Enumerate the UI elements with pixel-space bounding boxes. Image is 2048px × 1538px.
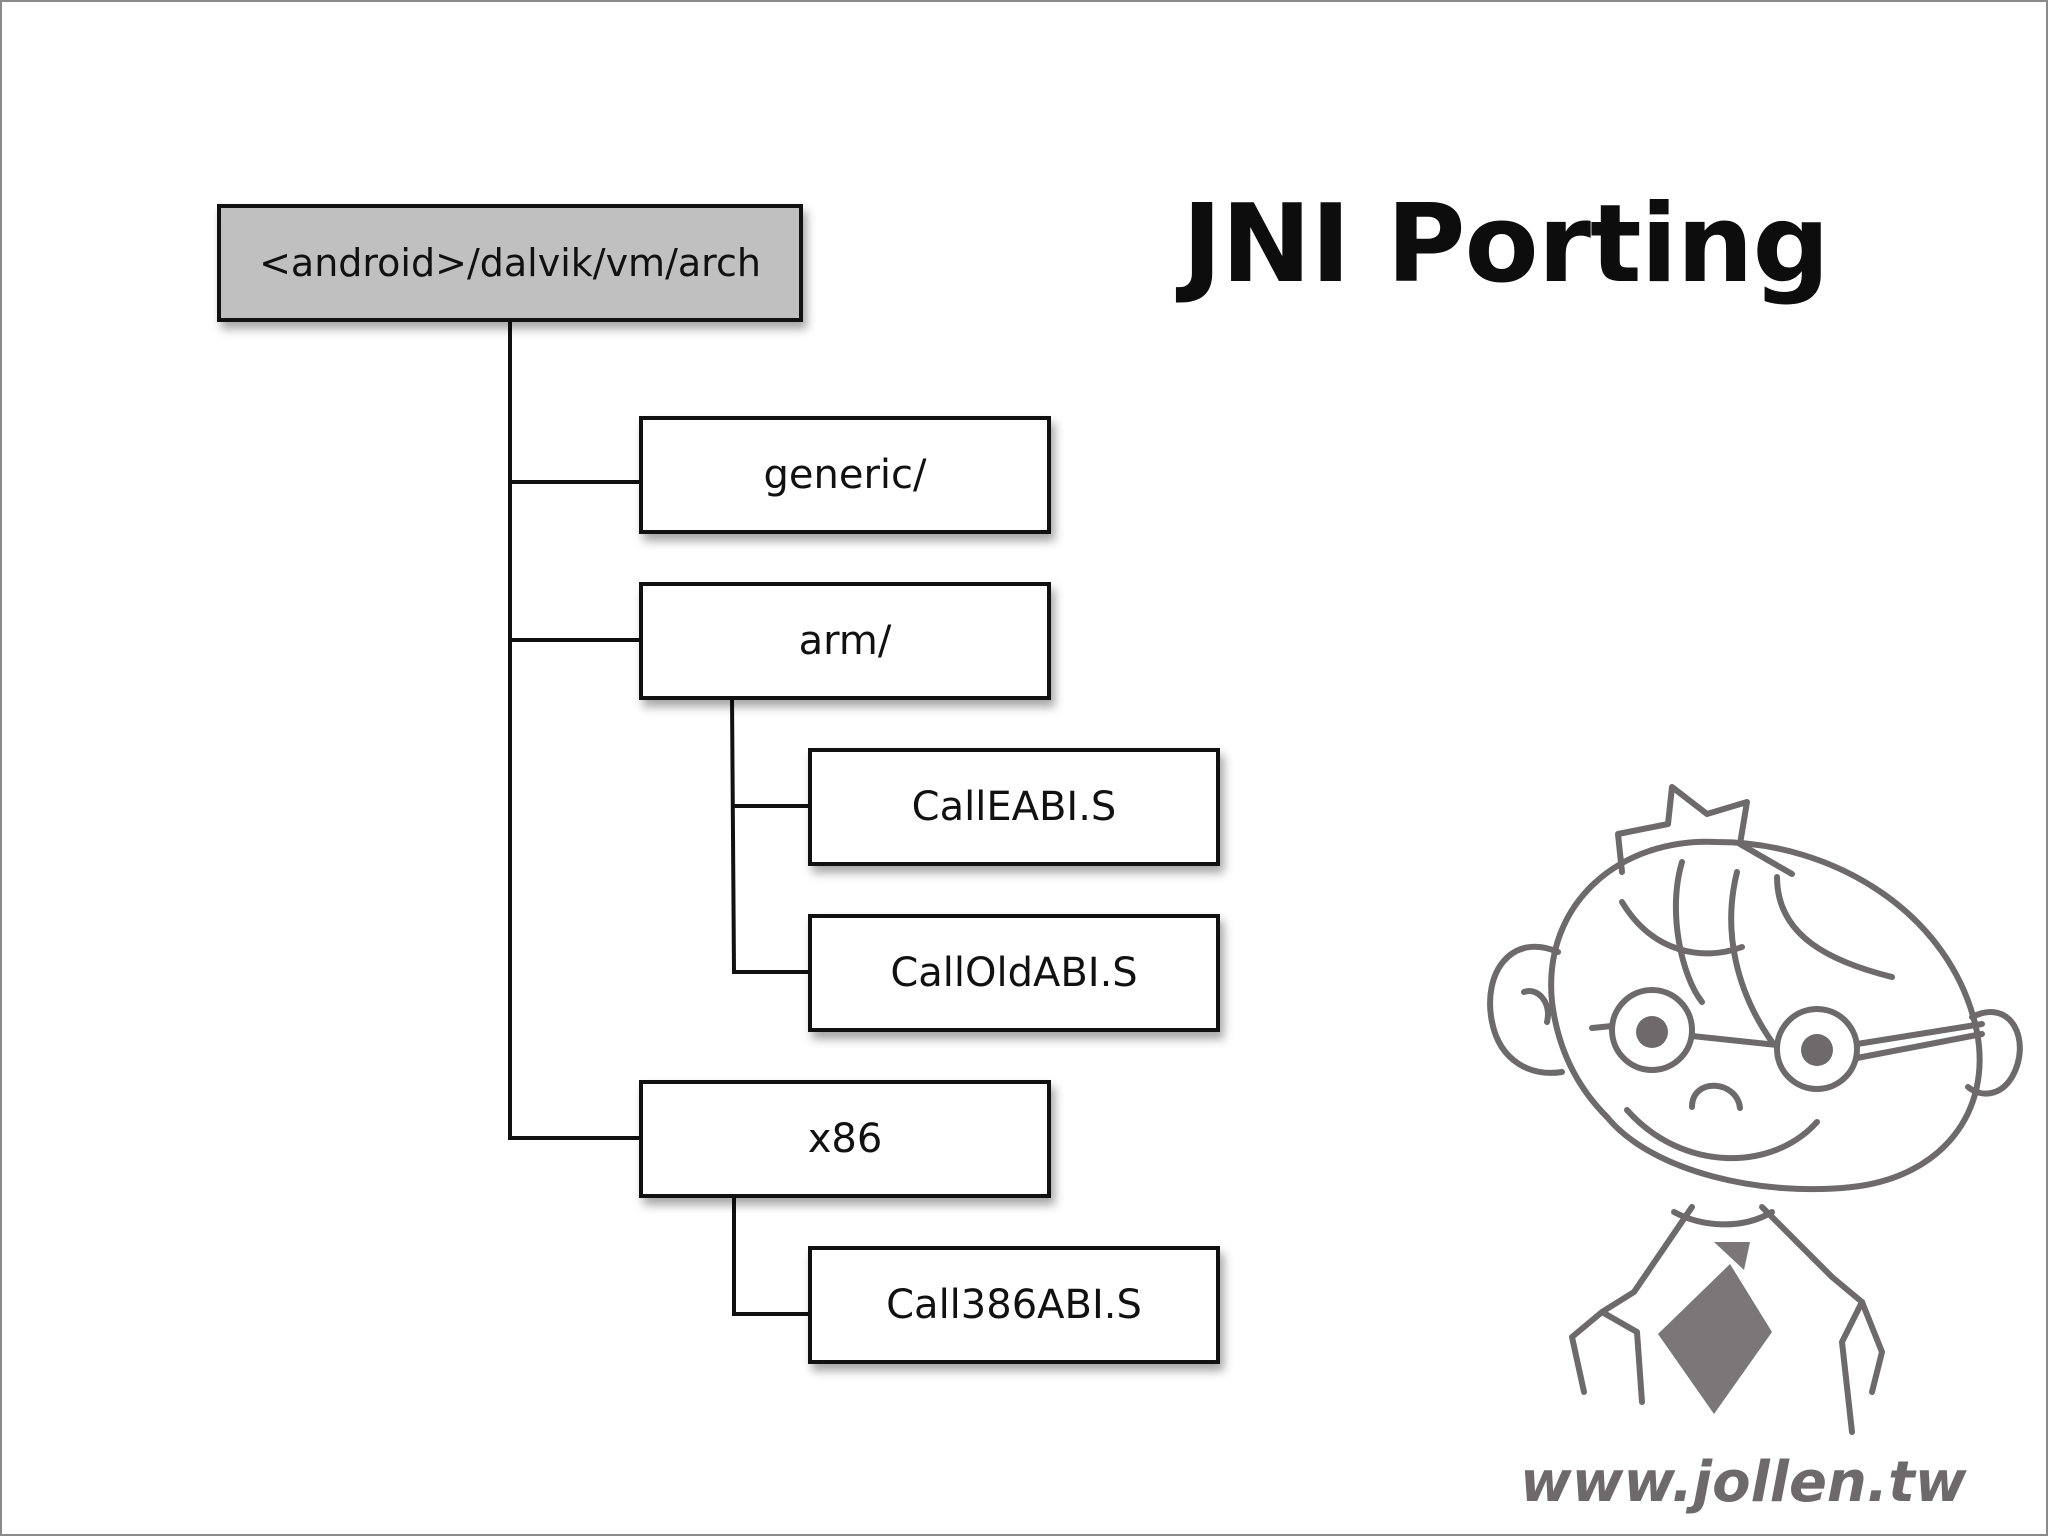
mascot-glasses-bridge <box>1689 1033 1780 1048</box>
mascot-tie <box>1658 1264 1772 1414</box>
mascot-right-lens <box>1774 1006 1860 1092</box>
tree-node-call386abi-label: Call386ABI.S <box>886 1282 1142 1328</box>
mascot-head <box>1548 838 1983 1193</box>
mascot-tie-knot <box>1714 1242 1750 1270</box>
tree-node-calloldabi: CallOldABI.S <box>808 914 1220 1032</box>
mascot-hair-strand-2 <box>1672 859 1705 1005</box>
mascot-hair-strand-4 <box>1774 874 1895 980</box>
tree-node-call386abi: Call386ABI.S <box>808 1246 1220 1364</box>
mascot-hair-spikes <box>1615 784 1795 877</box>
tree-node-generic: generic/ <box>639 416 1051 534</box>
slide-title: JNI Porting <box>1182 182 1830 307</box>
mascot-right-shoulder <box>1859 1299 1885 1395</box>
tree-node-x86-label: x86 <box>807 1116 883 1162</box>
mascot-left-pupil <box>1636 1016 1668 1048</box>
tree-node-arm: arm/ <box>639 582 1051 700</box>
mascot-left-collar <box>1599 1204 1695 1405</box>
mascot-hair-strand-3 <box>1728 869 1775 1045</box>
tree-node-calleabi: CallEABI.S <box>808 748 1220 866</box>
mascot-left-lens <box>1609 987 1695 1073</box>
tree-node-generic-label: generic/ <box>763 452 927 498</box>
mascot-glasses-temple-left <box>1589 1023 1615 1031</box>
mascot-nose <box>1689 1082 1743 1111</box>
tree-root-node: <android>/dalvik/vm/arch <box>217 204 803 322</box>
mascot-left-shoulder <box>1569 1309 1605 1395</box>
mascot-smile <box>1624 1107 1820 1161</box>
mascot-glasses-temple-right-2 <box>1854 1031 1985 1061</box>
arm-trunk-line <box>730 698 736 973</box>
mascot-right-collar <box>1759 1204 1865 1435</box>
tree-node-calleabi-label: CallEABI.S <box>911 784 1117 830</box>
mascot-right-ear <box>1965 1009 2023 1097</box>
tree-root-label: <android>/dalvik/vm/arch <box>259 241 761 285</box>
mascot-glasses-temple-right <box>1854 1021 1985 1047</box>
mascot-right-pupil <box>1801 1034 1833 1066</box>
tree-node-x86: x86 <box>639 1080 1051 1198</box>
mascot-left-ear <box>1487 943 1565 1076</box>
tree-node-calloldabi-label: CallOldABI.S <box>890 950 1138 996</box>
tree-node-arm-label: arm/ <box>798 618 892 664</box>
website-watermark: www.jollen.tw <box>1520 1450 1967 1515</box>
mascot-left-ear-inner <box>1521 988 1551 1025</box>
